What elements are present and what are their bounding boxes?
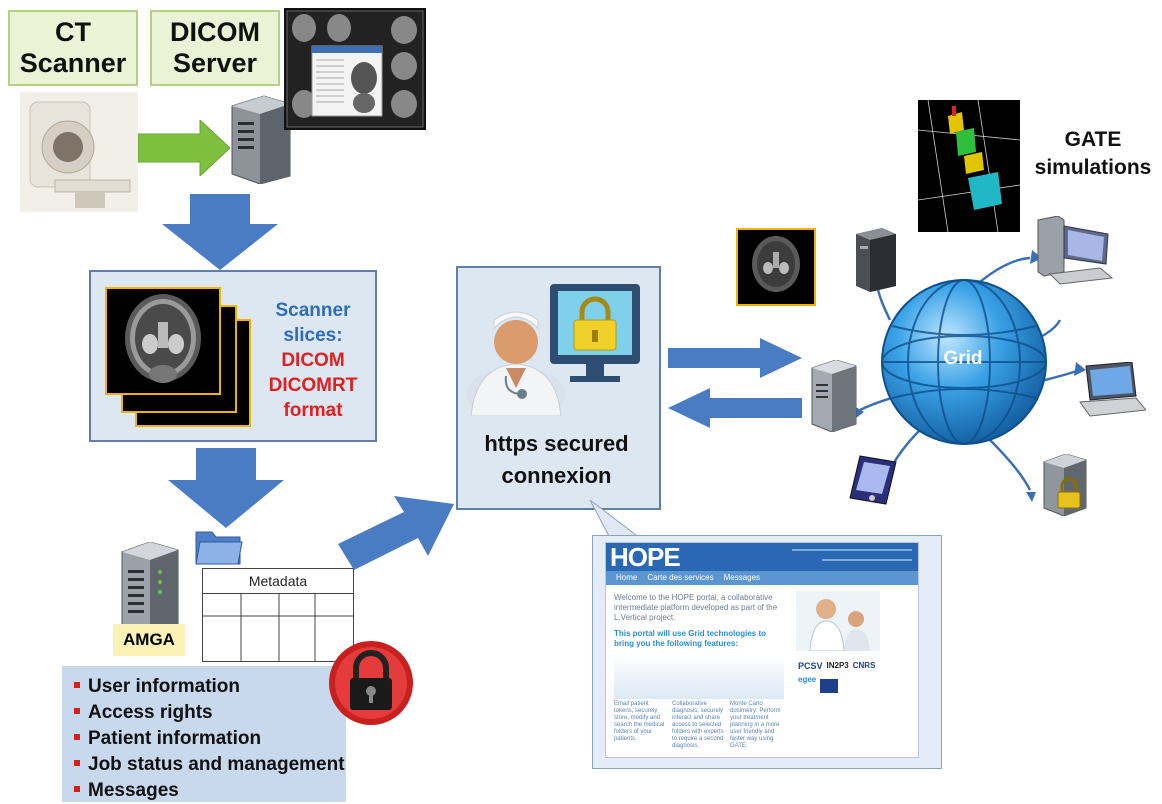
portal-tab-messages[interactable]: Messages	[723, 573, 761, 582]
arrow-right-icon	[668, 338, 802, 378]
portal-logo: HOPE	[610, 542, 681, 572]
logo-egee: egee	[798, 675, 817, 684]
portal-features: Email patient tokens, securely store, mo…	[614, 701, 784, 750]
connexion-line1: https secured	[484, 431, 629, 456]
amga-info-item: Messages	[74, 778, 346, 804]
portal-feature-1: Email patient tokens, securely store, mo…	[614, 701, 665, 742]
doctor-computer-illustration	[466, 284, 640, 416]
gate-line2: simulations	[1034, 156, 1152, 179]
logo-in2p3: IN2P3	[826, 661, 849, 670]
gate-simulations-label: GATE simulations	[1024, 126, 1162, 182]
locked-server-icon	[1043, 454, 1087, 516]
gate-simulation-image	[918, 100, 1020, 232]
hope-portal-screenshot: HOPE Home Carte des services Messages We…	[605, 542, 919, 758]
portal-tab-services[interactable]: Carte des services	[647, 573, 714, 582]
scanner-line-3: DICOMRT	[268, 375, 358, 396]
green-arrow-icon	[138, 120, 230, 176]
portal-body: Welcome to the HOPE portal, a collaborat…	[614, 593, 784, 750]
scanner-line-4: format	[283, 400, 343, 421]
logo-eu-flag	[820, 679, 839, 693]
portal-tab-home[interactable]: Home	[616, 573, 638, 582]
scanner-line-0: Scanner	[275, 300, 351, 321]
ct-label-line2: Scanner	[19, 48, 127, 78]
globe-icon	[881, 279, 1047, 445]
laptop-icon	[1079, 362, 1146, 417]
doctor-icon	[466, 311, 566, 416]
portal-doctors-photo	[796, 591, 880, 651]
portal-feature-3: Monte Carlo dosimetry: Perform your trea…	[730, 701, 781, 749]
scanner-line-1: slices:	[283, 325, 343, 346]
server-icon	[231, 95, 291, 184]
blue-diagonal-arrow-icon	[338, 496, 454, 570]
dicom-viewer-screenshot	[284, 8, 426, 130]
amga-info-item: Job status and management	[74, 752, 346, 778]
metadata-header: Metadata	[203, 569, 353, 594]
lock-icon	[329, 641, 413, 725]
amga-info-item: Patient information	[74, 726, 346, 752]
ct-slice-thumbnail	[736, 228, 816, 306]
gate-line1: GATE	[1064, 128, 1122, 151]
https-connexion-label: https secured connexion	[456, 428, 657, 492]
desktop-computer-icon	[1037, 216, 1114, 285]
grid-label: Grid	[943, 348, 983, 369]
scanner-format-lines: Scanner slices: DICOM DICOMRT format	[258, 298, 368, 423]
scanner-line-2: DICOM	[281, 350, 345, 371]
blue-down-arrow-icon-2	[168, 448, 284, 528]
ct-slices-stack	[105, 287, 251, 427]
ct-scanner-icon	[20, 92, 138, 212]
monitor-lock-icon	[550, 284, 640, 382]
ct-label-line1: CT	[55, 17, 91, 47]
logo-pcsv: PCSV	[798, 661, 823, 671]
metadata-grid-lines	[203, 594, 353, 662]
rack-server-icon	[811, 360, 857, 432]
ct-scanner-label-box: CT Scanner	[8, 10, 138, 86]
folder-icon	[195, 531, 243, 565]
arrow-left-icon	[668, 388, 802, 428]
portal-header-line	[792, 549, 912, 551]
portal-header-line-2	[822, 559, 912, 561]
dicom-server-label-box: DICOM Server	[150, 10, 280, 86]
portal-header: HOPE	[606, 543, 918, 571]
pda-icon	[849, 455, 897, 505]
amga-info-item: User information	[74, 674, 346, 700]
blue-down-arrow-icon	[162, 194, 278, 270]
portal-intro: This portal will use Grid technologies t…	[614, 629, 767, 648]
tower-server-icon	[856, 228, 896, 292]
connexion-line2: connexion	[501, 463, 612, 488]
dicom-label-line2: Server	[172, 48, 258, 78]
portal-partner-logos: PCSV IN2P3 CNRS egee	[798, 661, 888, 693]
amga-label: AMGA	[113, 624, 185, 656]
portal-feature-2: Collaborative diagnosis: securely intera…	[672, 701, 724, 749]
amga-info-item: Access rights	[74, 700, 346, 726]
portal-figures-banner	[614, 655, 784, 699]
metadata-table: Metadata	[202, 568, 354, 662]
portal-welcome: Welcome to the HOPE portal, a collaborat…	[614, 593, 778, 622]
logo-cnrs: CNRS	[852, 661, 876, 670]
portal-tab-bar: Home Carte des services Messages	[606, 571, 918, 585]
dicom-label-line1: DICOM	[170, 17, 260, 47]
scanner-slices-text: Scanner slices: DICOM DICOMRT format	[258, 298, 368, 423]
